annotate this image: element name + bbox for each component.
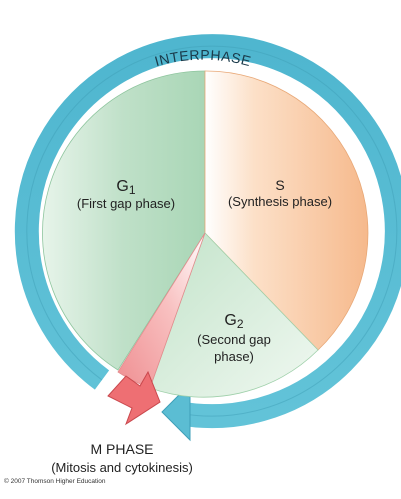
m-phase-desc: (Mitosis and cytokinesis) [51, 460, 193, 475]
interphase-label-path: INTERPHASE [153, 47, 253, 70]
g2-subscript: 2 [237, 317, 244, 331]
s-wedge [204, 70, 369, 351]
interphase-arrowhead [161, 382, 191, 442]
s-desc: (Synthesis phase) [228, 194, 332, 209]
g2-desc-line1: (Second gap [197, 332, 271, 347]
m-phase-arrow [107, 370, 161, 426]
g1-desc: (First gap phase) [77, 196, 175, 211]
m-phase-name: M PHASE [90, 441, 153, 457]
g1-wedge [42, 70, 206, 371]
g2-name: G2 [224, 312, 243, 331]
g1-name: G1 [116, 178, 135, 197]
interphase-ring-edge [26, 45, 398, 417]
s-name: S [275, 177, 284, 193]
g2-wedge [149, 232, 319, 398]
g1-letter: G [116, 178, 128, 195]
copyright-credit: © 2007 Thomson Higher Education [4, 477, 106, 485]
interphase-label: INTERPHASE [153, 47, 253, 70]
g1-subscript: 1 [129, 183, 136, 197]
g2-desc-line2: phase) [214, 349, 254, 364]
g2-letter: G [224, 312, 236, 329]
